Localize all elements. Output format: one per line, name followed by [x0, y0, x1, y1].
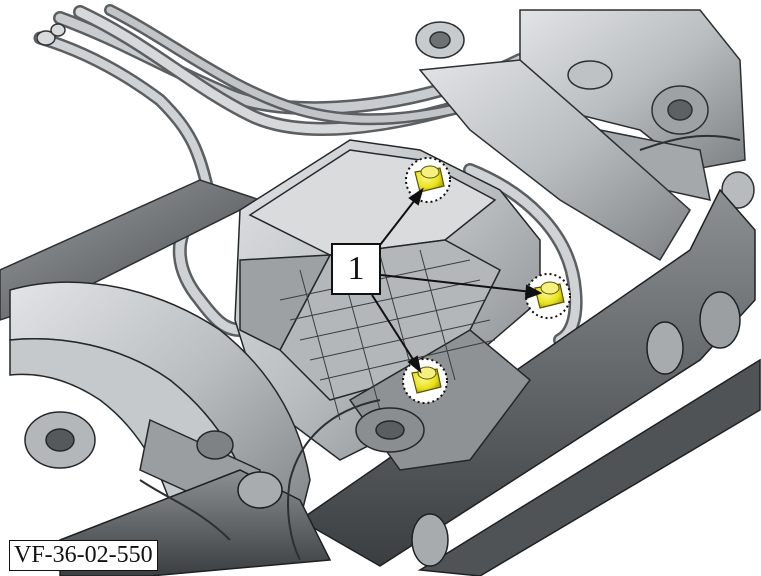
mount-bolt-upper: [405, 157, 451, 203]
callout-label: 1: [331, 243, 381, 295]
rear-suspension-right: [415, 9, 755, 209]
hose-clamp: [36, 23, 66, 46]
mount-bolt-lower: [402, 358, 448, 404]
wiring-harness: [139, 134, 741, 561]
mount-bolt-right: [525, 273, 571, 319]
callout-leaders: [371, 187, 543, 374]
figure-id-label: VF-36-02-550: [9, 540, 158, 571]
coolant-pipes: [33, 4, 606, 347]
